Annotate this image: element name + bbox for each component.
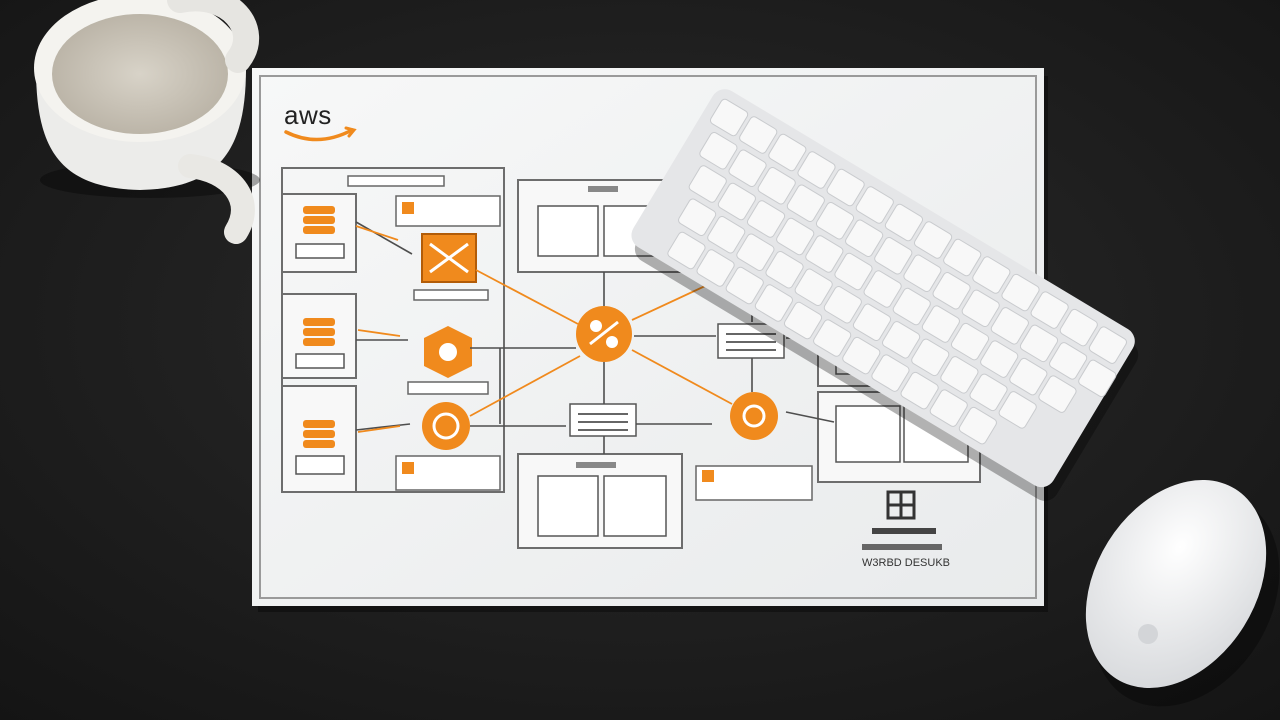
keyboard-key <box>972 256 1011 294</box>
keyboard-key <box>940 356 979 394</box>
keyboard-key <box>1088 326 1128 364</box>
queue-icon <box>717 323 785 359</box>
coffee-mug <box>34 0 260 244</box>
service-icon <box>422 402 470 450</box>
database-icon <box>303 318 335 346</box>
keyboard-key <box>667 231 706 270</box>
keyboard-key <box>1059 308 1098 347</box>
keyboard-key <box>794 268 833 307</box>
keyboard-key <box>728 149 767 187</box>
keyboard-key <box>874 237 913 275</box>
keyboard-key <box>852 303 892 342</box>
keyboard-key <box>815 202 855 240</box>
keyboard-key <box>739 116 778 154</box>
keyboard-key <box>845 219 884 258</box>
keyboard-key <box>1001 273 1040 312</box>
keyboard-key <box>950 322 990 361</box>
keyboard-key <box>1030 291 1069 329</box>
keyboard-key <box>834 252 873 291</box>
keyboard-key <box>754 284 793 322</box>
queue-icon <box>569 403 637 437</box>
keyboard-key <box>842 336 881 375</box>
keyboard-key <box>903 254 942 293</box>
keyboard-key <box>998 391 1037 429</box>
keyboard-key <box>990 307 1029 345</box>
keyboard-key <box>911 338 950 377</box>
keyboard-key <box>929 389 968 427</box>
keyboard-key <box>921 305 960 343</box>
keyboard-key <box>746 200 786 238</box>
keyboard-key <box>892 287 931 326</box>
keyboard-key <box>797 151 836 189</box>
table-panel <box>517 453 683 549</box>
keyboard-key <box>900 371 939 410</box>
keyboard-key <box>863 270 902 308</box>
keyboard-key <box>813 319 852 357</box>
legend-mark <box>862 490 942 550</box>
keyboard-key <box>823 286 862 324</box>
keyboard-key <box>958 406 997 445</box>
keyboard-key <box>855 186 894 224</box>
keyboard-key <box>786 184 825 222</box>
keyboard-key <box>961 289 1000 328</box>
service-icon <box>413 233 489 301</box>
svg-text:W3RBD DESUKB: W3RBD DESUKB <box>862 557 950 569</box>
keyboard-key <box>678 198 717 236</box>
keyboard-key <box>783 301 823 340</box>
hub-icon <box>576 306 632 362</box>
keyboard-key <box>932 272 971 310</box>
keyboard-key <box>1019 324 1059 363</box>
keyboard-key <box>969 373 1008 412</box>
database-icon <box>303 420 335 448</box>
keyboard-key <box>736 233 775 271</box>
service-icon <box>730 392 778 440</box>
keyboard-key <box>765 251 804 289</box>
mouse <box>1085 479 1280 707</box>
keyboard-key <box>768 133 807 172</box>
database-tile <box>281 385 357 493</box>
keyboard-key <box>699 131 738 170</box>
keyboard-key <box>943 238 982 277</box>
keyboard-key <box>1038 375 1077 413</box>
keyboard-key <box>707 216 746 254</box>
keyboard-key <box>884 203 924 242</box>
keyboard-key <box>776 217 815 256</box>
keyboard-key <box>805 235 844 273</box>
keyboard-key <box>1049 342 1088 380</box>
keyboard-key <box>696 249 735 287</box>
keyboard-key <box>688 165 727 203</box>
keyboard-key <box>882 321 921 359</box>
keyboard-key <box>1009 357 1048 396</box>
keyboard-key <box>980 340 1019 378</box>
keyboard-key <box>1078 359 1117 398</box>
keyboard-key <box>757 166 796 205</box>
orange-connectors <box>355 225 733 433</box>
service-icon <box>407 326 489 395</box>
keyboard-key <box>913 221 953 259</box>
database-icon <box>303 206 335 234</box>
keyboard-key <box>826 168 865 207</box>
keyboard-key <box>709 98 749 137</box>
database-tile <box>281 293 357 379</box>
keyboard-key <box>725 266 764 305</box>
keyboard <box>631 89 1139 501</box>
aws-logo: aws <box>284 100 357 142</box>
keyboard-key <box>717 182 756 221</box>
svg-text:aws: aws <box>284 100 332 130</box>
keyboard-key <box>871 354 910 392</box>
database-tile <box>281 193 357 273</box>
